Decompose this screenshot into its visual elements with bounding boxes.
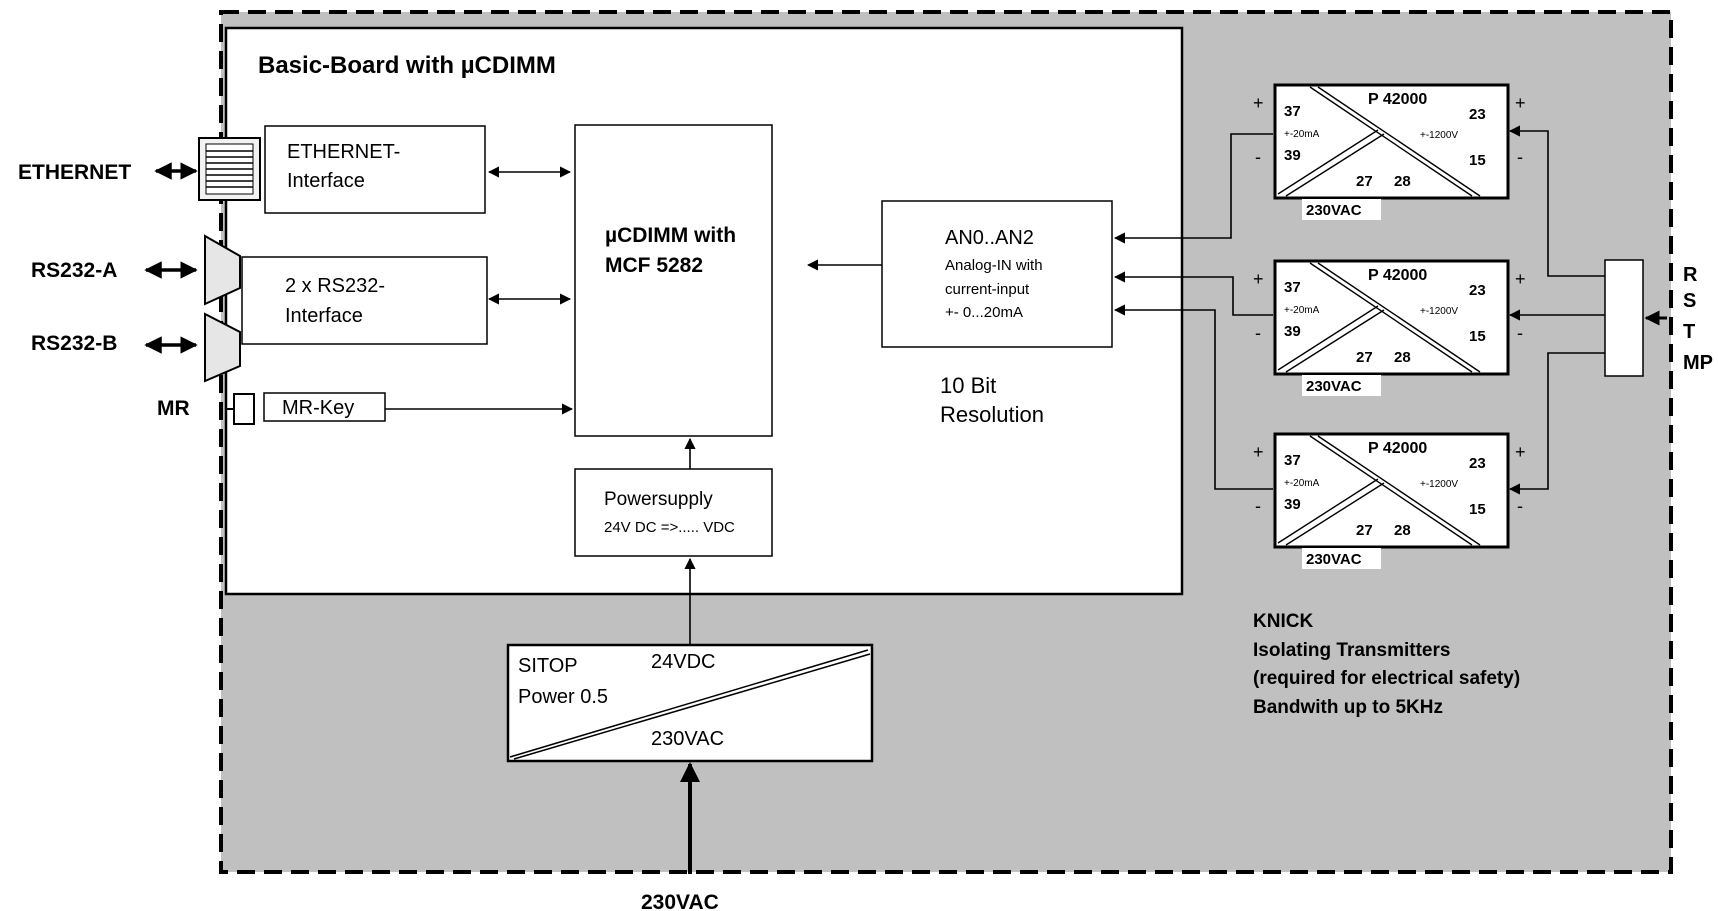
cpu-box (574, 124, 773, 437)
cpu-line2: MCF 5282 (605, 254, 703, 277)
sitop-input-label: 230VAC (651, 728, 724, 750)
transmitter-out-minus-sign: - (1517, 323, 1523, 343)
transmitter-in-minus-sign: - (1255, 496, 1261, 516)
resolution-line1: 10 Bit (940, 373, 996, 398)
knick-title: KNICK (1253, 611, 1313, 632)
transmitter-out-plus-sign: + (1515, 269, 1526, 289)
rs232-interface-box (241, 256, 488, 345)
transmitter-pin-a: 27 (1356, 522, 1373, 539)
transmitter-1: P 42000 37 +-20mA 39 23 +-1200V 15 27 28 230VAC + -… (1253, 83, 1526, 220)
transmitter-pin-b: 28 (1394, 349, 1411, 366)
ethernet-connector-icon (198, 137, 261, 201)
transmitter-pin-out-minus: 15 (1469, 328, 1486, 345)
transmitter-range-in: +-20mA (1284, 478, 1320, 489)
transmitter-pin-in-plus: 37 (1284, 452, 1301, 469)
analog-line3: current-input (945, 281, 1030, 298)
cpu-line1: µCDIMM with (605, 224, 736, 247)
ethernet-interface-box (264, 125, 486, 214)
rs232b-connector-icon (204, 312, 241, 383)
sitop-power-supply: SITOP Power 0.5 24VDC 230VAC (506, 643, 874, 763)
mr-button-icon (233, 393, 255, 425)
wire-tx1-analog (1113, 133, 1273, 244)
transmitter-pin-out-minus: 15 (1469, 152, 1486, 169)
rstmp-t: T (1683, 321, 1695, 343)
transmitter-pin-a: 27 (1356, 349, 1373, 366)
transmitter-model: P 42000 (1368, 267, 1427, 284)
terminal-block (1604, 259, 1644, 377)
transmitter-pin-out-plus: 23 (1469, 106, 1486, 123)
knick-line3: (required for electrical safety) (1253, 668, 1520, 689)
transmitter-range-in: +-20mA (1284, 305, 1320, 316)
transmitter-in-minus-sign: - (1255, 323, 1261, 343)
rs232a-label: RS232-A (31, 259, 117, 282)
analog-line2: Analog-IN with (945, 257, 1043, 274)
transmitter-pin-a: 27 (1356, 173, 1373, 190)
wire-terminal-tx3 (1508, 352, 1605, 495)
rstmp-r: R (1683, 264, 1698, 286)
transmitter-supply-label: 230VAC (1306, 551, 1362, 568)
transmitter-2: P 42000 37 +-20mA 39 23 +-1200V 15 27 28 230VAC + -… (1253, 259, 1526, 396)
knick-line2: Isolating Transmitters (1253, 640, 1450, 661)
wire-tx3-analog (1113, 304, 1273, 490)
mr-key-label: MR-Key (282, 397, 354, 419)
rs232-interface-line2: Interface (285, 305, 363, 327)
analog-line4: +- 0...20mA (945, 304, 1023, 321)
transmitter-in-plus-sign: + (1253, 442, 1264, 462)
transmitter-in-minus-sign: - (1255, 147, 1261, 167)
mr-label: MR (157, 397, 190, 420)
transmitter-supply-tab (1302, 375, 1381, 396)
transmitter-out-plus-sign: + (1515, 442, 1526, 462)
mains-label: 230VAC (641, 891, 719, 911)
ethernet-label: ETHERNET (18, 161, 131, 184)
transmitter-pin-in-minus: 39 (1284, 147, 1301, 164)
mr-key-box (263, 392, 386, 422)
ethernet-interface-line1: ETHERNET- (287, 141, 400, 163)
sitop-name-line2: Power 0.5 (518, 686, 608, 708)
transmitter-range-out: +-1200V (1420, 479, 1458, 490)
transmitter-pin-out-plus: 23 (1469, 455, 1486, 472)
transmitter-pin-in-minus: 39 (1284, 496, 1301, 513)
transmitter-pin-out-plus: 23 (1469, 282, 1486, 299)
transmitter-range-out: +-1200V (1420, 130, 1458, 141)
powersupply-line2: 24V DC =>..... VDC (604, 519, 735, 536)
resolution-line2: Resolution (940, 402, 1044, 427)
transmitter-supply-label: 230VAC (1306, 202, 1362, 219)
transmitter-supply-tab (1302, 199, 1381, 220)
transmitter-pin-b: 28 (1394, 522, 1411, 539)
transmitter-model: P 42000 (1368, 440, 1427, 457)
transmitter-range-in: +-20mA (1284, 129, 1320, 140)
transmitter-pin-in-plus: 37 (1284, 279, 1301, 296)
powersupply-line1: Powersupply (604, 489, 713, 510)
rs232a-connector-icon (204, 234, 241, 306)
transmitter-in-plus-sign: + (1253, 269, 1264, 289)
transmitter-out-plus-sign: + (1515, 93, 1526, 113)
rstmp-s: S (1683, 290, 1696, 312)
transmitter-pin-in-plus: 37 (1284, 103, 1301, 120)
transmitter-supply-label: 230VAC (1306, 378, 1362, 395)
transmitter-supply-tab (1302, 548, 1381, 569)
analog-in-box (881, 200, 1113, 348)
transmitter-out-minus-sign: - (1517, 147, 1523, 167)
rs232-interface-line1: 2 x RS232- (285, 275, 385, 297)
rstmp-mp: MP (1683, 352, 1713, 374)
analog-channels: AN0..AN2 (945, 227, 1034, 249)
sitop-output-label: 24VDC (651, 651, 715, 673)
transmitter-out-minus-sign: - (1517, 496, 1523, 516)
ethernet-interface-line2: Interface (287, 170, 365, 192)
transmitter-pin-out-minus: 15 (1469, 501, 1486, 518)
wire-tx2-analog (1113, 271, 1273, 316)
transmitter-pin-in-minus: 39 (1284, 323, 1301, 340)
transmitter-range-out: +-1200V (1420, 306, 1458, 317)
knick-line4: Bandwith up to 5KHz (1253, 697, 1443, 718)
sitop-name-line1: SITOP (518, 655, 578, 677)
transmitter-3: P 42000 37 +-20mA 39 23 +-1200V 15 27 28 230VAC + -… (1253, 432, 1526, 569)
transmitter-in-plus-sign: + (1253, 93, 1264, 113)
board-title: Basic-Board with µCDIMM (258, 52, 556, 79)
transmitter-pin-b: 28 (1394, 173, 1411, 190)
transmitter-model: P 42000 (1368, 91, 1427, 108)
wire-terminal-tx1 (1508, 125, 1605, 277)
rs232b-label: RS232-B (31, 332, 117, 355)
powersupply-box (574, 468, 773, 557)
